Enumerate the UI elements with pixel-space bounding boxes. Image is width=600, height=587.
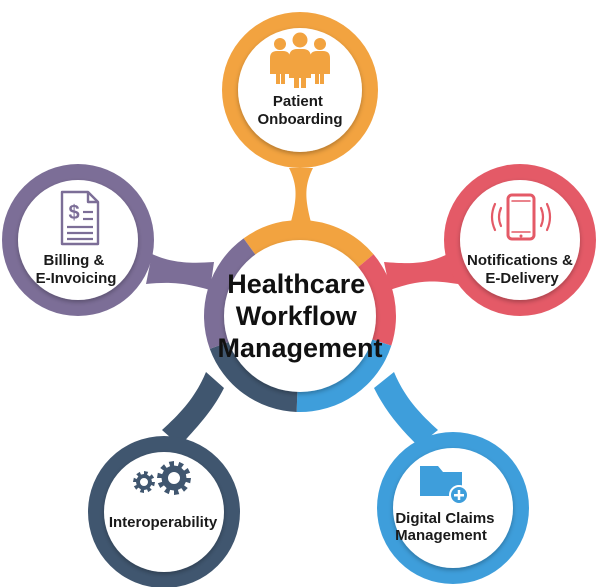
svg-text:Healthcare Workflow: Healthcare Workflow Management (217, 269, 382, 363)
svg-text:Billing & E-Invoicing: Billing & E-Invoicing (36, 252, 117, 287)
node-label-line-1: Interoperability (109, 514, 218, 531)
node-patient-onboarding: Patient Onboarding (222, 12, 378, 168)
center-title-line-3: Management (217, 333, 382, 363)
svg-text:Patient Onboarding: Patient Onboarding (258, 93, 343, 128)
connector-interoperability (162, 372, 224, 446)
connector-digital-claims (374, 372, 438, 446)
svg-text:Digital Claims Managem: Digital Claims Management (395, 510, 499, 544)
node-interoperability: Interoperability (88, 436, 240, 587)
connector-notifications (384, 252, 458, 290)
node-label-line-2: E-Invoicing (36, 270, 117, 287)
svg-text:Notifications & E-Deli: Notifications & E-Delivery (467, 252, 577, 287)
svg-text:Interoperability: Interoperability (109, 514, 218, 531)
hub-inner-circle (224, 240, 376, 392)
node-label-line-2: Management (395, 527, 487, 544)
invoice-dollar-icon: $ (60, 190, 100, 246)
node-inner-circle (393, 448, 513, 568)
node-billing: $ Billing & E-Invoicing (2, 164, 154, 316)
node-label-line-1: Billing & (44, 252, 105, 269)
center-title-line-2: Workflow (236, 301, 358, 331)
connector-billing (146, 254, 214, 290)
center-title-line-1: Healthcare (227, 269, 365, 299)
node-label-line-1: Notifications & (467, 252, 573, 269)
node-inner-circle (238, 28, 362, 152)
node-label-line-1: Patient (273, 93, 323, 110)
connectors (146, 168, 458, 446)
node-notifications: Notifications & E-Delivery (444, 164, 596, 316)
node-label-line-1: Digital Claims (395, 510, 494, 527)
gears-icon (133, 461, 191, 495)
center-hub: Healthcare Workflow Management (204, 220, 396, 412)
node-label-line-2: E-Delivery (485, 270, 559, 287)
node-digital-claims: Digital Claims Management (377, 432, 529, 584)
folder-add-icon (420, 466, 469, 505)
svg-text:$: $ (68, 202, 79, 224)
node-label-line-2: Onboarding (258, 111, 343, 128)
smartphone-ringing-icon (490, 193, 552, 241)
people-group-icon (270, 32, 330, 88)
